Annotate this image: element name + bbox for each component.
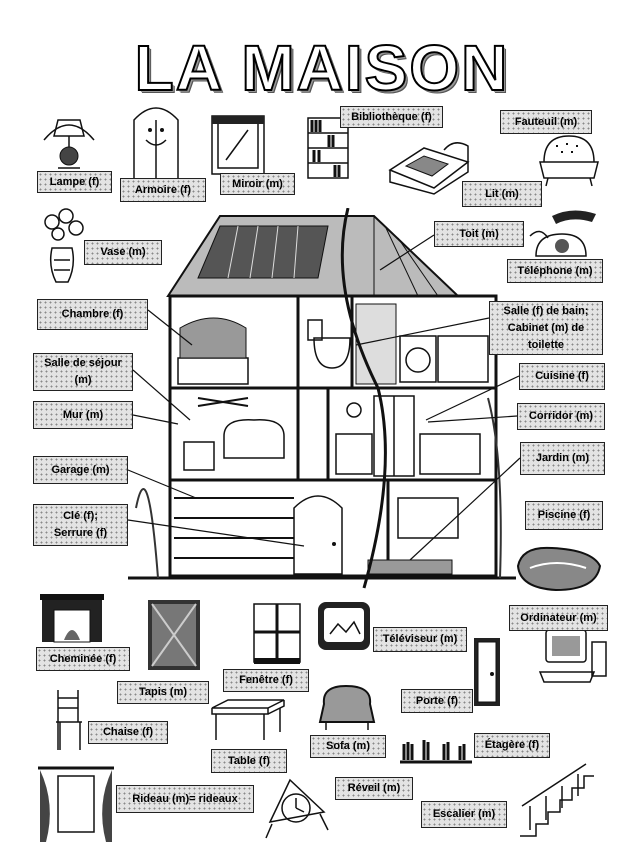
- label-rideau: Rideau (m)= rideaux: [116, 785, 254, 813]
- page-title: LA MAISON: [134, 32, 510, 104]
- label-reveil: Réveil (m): [335, 777, 413, 800]
- label-telephone: Téléphone (m): [507, 259, 603, 283]
- alarm-clock-illustration: [265, 778, 329, 839]
- television-illustration: [318, 602, 370, 650]
- label-porte: Porte (f): [401, 689, 473, 713]
- label-armoire: Armoire (f): [120, 178, 206, 202]
- fireplace-illustration: [40, 594, 104, 643]
- carpet-illustration: [148, 600, 200, 670]
- door-illustration: [474, 638, 500, 706]
- bed-illustration: [388, 142, 470, 195]
- label-salle-de-bain: Salle (f) de bain; Cabinet (m) de toilet…: [489, 301, 603, 355]
- label-corridor: Corridor (m): [517, 403, 605, 430]
- leader-line-mur: [132, 414, 179, 425]
- label-cuisine: Cuisine (f): [519, 363, 605, 390]
- armchair-illustration: [539, 135, 599, 187]
- leader-line-corridor: [427, 415, 518, 423]
- label-table: Table (f): [211, 749, 287, 773]
- leader-line-chambre: [147, 309, 193, 346]
- label-mur: Mur (m): [33, 401, 133, 429]
- label-jardin: Jardin (m): [520, 442, 605, 475]
- sofa-illustration: [318, 684, 376, 730]
- label-garage: Garage (m): [33, 456, 128, 484]
- pool-illustration: [516, 546, 602, 592]
- leader-line-salle-de-bain: [355, 317, 490, 346]
- label-miroir: Miroir (m): [220, 173, 295, 195]
- label-lit: Lit (m): [462, 181, 542, 207]
- vase-illustration: [44, 208, 84, 283]
- wardrobe-illustration: [133, 107, 179, 181]
- label-fauteuil: Fauteuil (m): [500, 110, 592, 134]
- label-toit: Toit (m): [434, 221, 524, 247]
- bookshelf-illustration: [307, 117, 349, 179]
- label-ordinateur: Ordinateur (m): [509, 605, 608, 631]
- label-vase: Vase (m): [84, 240, 162, 265]
- label-sofa: Sofa (m): [310, 735, 386, 758]
- label-salle-de-sejour: Salle de séjour (m): [33, 353, 133, 391]
- label-televiseur: Téléviseur (m): [373, 627, 467, 652]
- label-tapis: Tapis (m): [117, 681, 209, 704]
- leader-line-garage: [127, 469, 197, 499]
- lamp-illustration: [43, 119, 95, 169]
- shelf-illustration: [400, 740, 472, 764]
- label-chaise: Chaise (f): [88, 721, 168, 744]
- leader-line-cle-serrure: [127, 519, 305, 547]
- leader-line-cuisine: [425, 375, 520, 421]
- telephone-illustration: [529, 210, 596, 257]
- label-lampe: Lampe (f): [37, 171, 112, 193]
- window-illustration: [253, 603, 301, 664]
- chair-illustration: [56, 690, 82, 750]
- table-illustration: [211, 699, 285, 740]
- label-etagere: Étagère (f): [474, 733, 550, 758]
- label-cheminee: Cheminée (f): [36, 647, 130, 671]
- leader-line-jardin: [409, 457, 521, 561]
- label-fenetre: Fenêtre (f): [223, 669, 309, 692]
- label-chambre: Chambre (f): [37, 299, 148, 330]
- label-bibliotheque: Bibliothèque (f): [340, 106, 443, 128]
- leader-line-toit: [379, 234, 435, 271]
- label-cle-serrure: Clé (f); Serrure (f): [33, 504, 128, 546]
- curtain-illustration: [38, 766, 114, 842]
- stairs-illustration: [520, 763, 594, 837]
- leader-line-salle-de-sejour: [132, 369, 191, 421]
- label-escalier: Escalier (m): [421, 801, 507, 828]
- label-piscine: Piscine (f): [525, 501, 603, 530]
